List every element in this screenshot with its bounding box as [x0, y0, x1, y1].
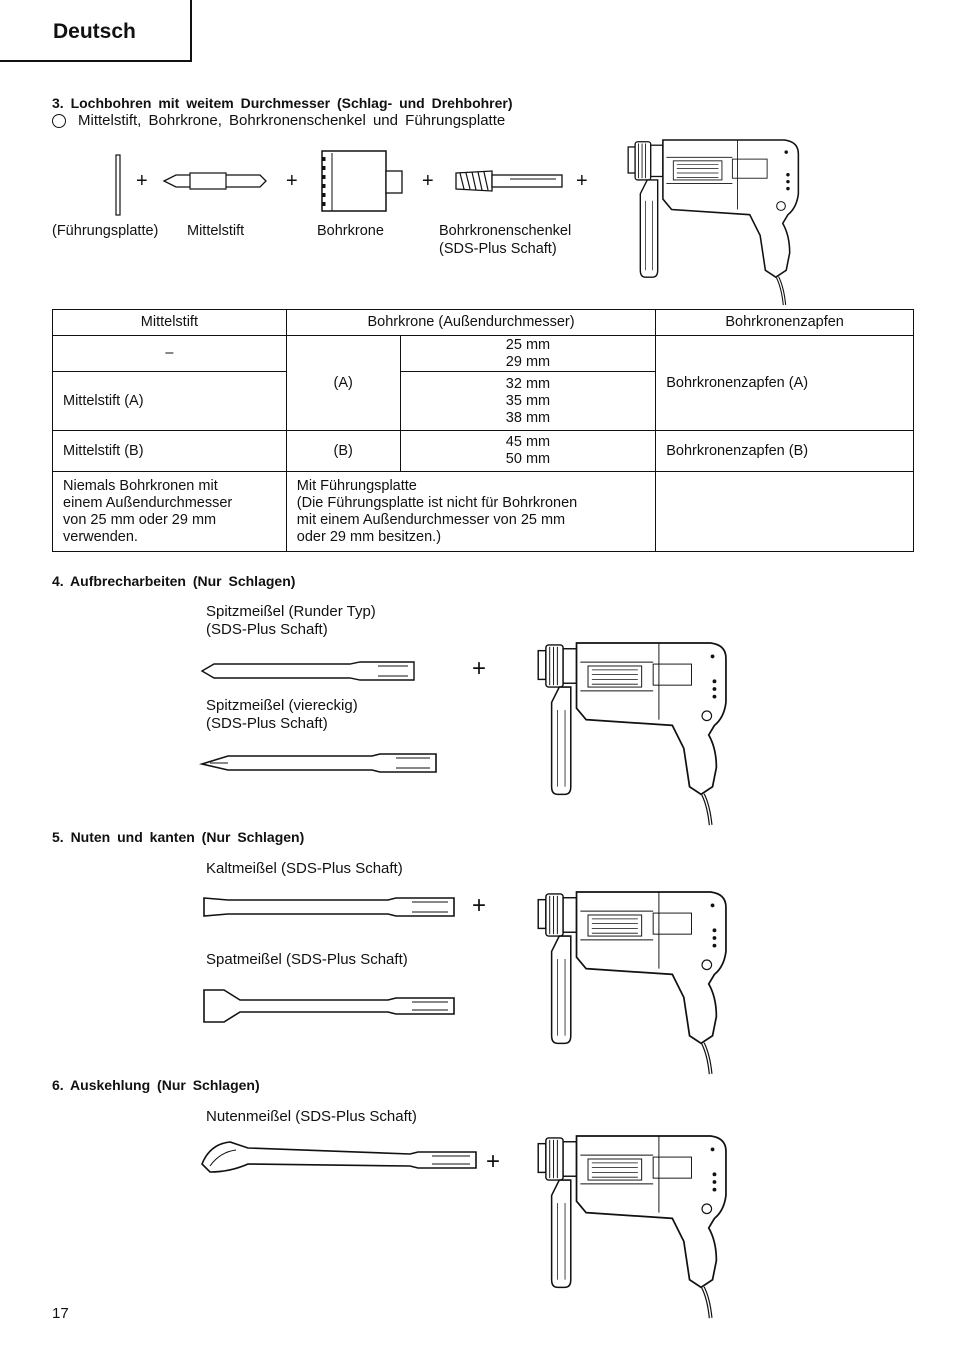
circle-bullet-icon: [52, 114, 66, 128]
section3-subtitle: Mittelstift, Bohrkrone, Bohrkronenschenk…: [78, 112, 506, 129]
hammer-drill-icon: [536, 890, 728, 1076]
core-bit-shank-icon: [455, 170, 563, 192]
table-cell: Mittelstift (A): [52, 371, 287, 431]
plus-sign: +: [136, 170, 148, 192]
table-cell: Bohrkronenzapfen (B): [655, 430, 914, 472]
part-label-shank: Bohrkronenschenkel (SDS-Plus Schaft): [439, 223, 572, 257]
section3-title: 3. Lochbohren mit weitem Durchmesser (Sc…: [52, 95, 513, 111]
part-label-core-bit: Bohrkrone: [317, 223, 384, 239]
tool-label-spade-chisel: Spatmeißel (SDS-Plus Schaft): [206, 951, 408, 968]
plus-sign: +: [486, 1148, 501, 1175]
table-cell: (B): [285, 430, 401, 472]
table-cell: –: [52, 335, 287, 372]
section6-title: 6. Auskehlung (Nur Schlagen): [52, 1077, 260, 1093]
language-label: Deutsch: [53, 20, 136, 43]
guide-plate-icon: [115, 154, 121, 216]
table-header: Bohrkronenzapfen: [655, 309, 914, 336]
tool-label-pointed-chisel-square: Spitzmeißel (viereckig) (SDS-Plus Schaft…: [206, 697, 358, 732]
hammer-drill-icon: [536, 641, 728, 827]
language-tab: Deutsch: [0, 0, 192, 62]
plus-sign: +: [472, 892, 487, 919]
plus-sign: +: [576, 170, 588, 192]
page-number: 17: [52, 1305, 69, 1322]
hammer-drill-icon: [626, 138, 801, 307]
table-cell: Mit Führungsplatte (Die Führungsplatte i…: [285, 471, 657, 552]
section4-title: 4. Aufbrecharbeiten (Nur Schlagen): [52, 573, 296, 589]
center-pin-icon: [162, 172, 267, 190]
table-cell: 32 mm 35 mm 38 mm: [399, 371, 657, 431]
spec-table: Mittelstift Bohrkrone (Außendurchmesser)…: [52, 309, 914, 552]
section5-title: 5. Nuten und kanten (Nur Schlagen): [52, 829, 305, 845]
plus-sign: +: [472, 655, 487, 682]
part-label-center-pin: Mittelstift: [187, 223, 245, 239]
core-bit-icon: [321, 150, 403, 212]
tool-label-pointed-chisel-round: Spitzmeißel (Runder Typ) (SDS-Plus Schaf…: [206, 603, 376, 638]
plus-sign: +: [286, 170, 298, 192]
spade-chisel-icon: [203, 989, 455, 1023]
table-cell: [655, 471, 914, 552]
tool-label-gouge-chisel: Nutenmeißel (SDS-Plus Schaft): [206, 1108, 417, 1125]
pointed-chisel-square-icon: [198, 753, 437, 773]
plus-sign: +: [422, 170, 434, 192]
tool-label-cold-chisel: Kaltmeißel (SDS-Plus Schaft): [206, 860, 403, 877]
table-cell: Mittelstift (B): [52, 430, 287, 472]
pointed-chisel-round-icon: [200, 661, 415, 681]
table-cell: (A): [285, 335, 401, 431]
gouge-chisel-icon: [201, 1141, 477, 1173]
table-cell: Bohrkronenzapfen (A): [655, 335, 914, 431]
table-cell: Niemals Bohrkronen mit einem Außendurchm…: [52, 471, 287, 552]
table-cell: 45 mm 50 mm: [399, 430, 657, 472]
table-header: Mittelstift: [52, 309, 287, 336]
part-label-guide-plate: (Führungsplatte): [52, 223, 159, 239]
cold-chisel-icon: [203, 897, 455, 917]
section3-accessories-illustration: [115, 150, 563, 216]
table-header: Bohrkrone (Außendurchmesser): [285, 309, 657, 336]
table-cell: 25 mm 29 mm: [399, 335, 657, 372]
hammer-drill-icon: [536, 1134, 728, 1320]
